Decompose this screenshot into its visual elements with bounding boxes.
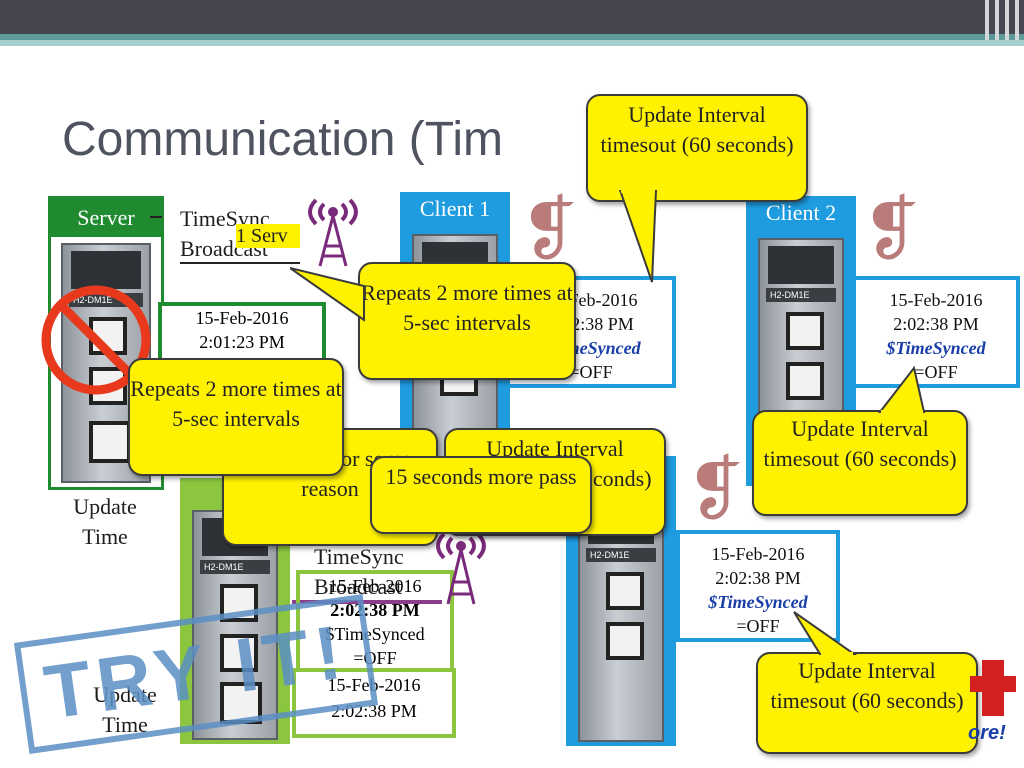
callout-update-interval-top: Update Interval timesout (60 seconds): [586, 94, 808, 202]
server2-time-box: 15-Feb-2016 2:02:38 PM: [292, 668, 456, 738]
server2-timesynced: $TimeSynced: [325, 624, 425, 644]
server-label: Server: [51, 199, 161, 237]
callout-repeats-top: Repeats 2 more times at 5-sec intervals: [358, 262, 576, 380]
client2-date: 15-Feb-2016: [889, 290, 983, 310]
broadcast-tower-icon: [436, 532, 486, 605]
callout-tail: [618, 190, 658, 283]
client1-state: =OFF: [569, 362, 613, 382]
callout-tail: [793, 611, 858, 656]
server-time: 2:01:23 PM: [199, 332, 285, 352]
client2-time: 2:02:38 PM: [893, 314, 979, 334]
client3-state: =OFF: [736, 616, 780, 636]
callout-repeats-left: Repeats 2 more times at 5-sec intervals: [128, 358, 344, 476]
client1-label: Client 1: [400, 192, 510, 226]
server2-update-time-label: Update Time: [93, 682, 157, 737]
decor-line: [1005, 0, 1009, 40]
client2-state: =OFF: [914, 362, 958, 382]
callout-tail: [877, 366, 926, 414]
server-update-time-label: Update Time: [73, 494, 137, 549]
server2-state: =OFF: [353, 648, 397, 668]
server2-plc-image: H2-DM1E: [192, 510, 278, 740]
decor-line: [995, 0, 999, 40]
callout-update-interval-bottom: Update Interval timesout (60 seconds): [756, 652, 978, 754]
client2-label: Client 2: [746, 196, 856, 230]
server2-sync-time: 2:02:38 PM: [330, 600, 420, 620]
server-timesync-underline: [180, 262, 300, 264]
server-timesync-label: TimeSync Broadcast: [180, 206, 270, 261]
server2-timesync-label: TimeSync Broadcast: [314, 544, 404, 599]
accent-stripe-light: [0, 40, 1024, 46]
decor-line: [985, 0, 989, 40]
server-date: 15-Feb-2016: [195, 308, 289, 328]
broadcast-tower-icon: [308, 198, 358, 267]
callout-update-interval-right: Update Interval timesout (60 seconds): [752, 410, 968, 516]
prohibited-icon: [41, 285, 151, 395]
decor-line: [1015, 0, 1019, 40]
top-bar: [0, 0, 1024, 34]
ear-icon: ❡: [862, 192, 921, 269]
ear-icon: ❡: [686, 452, 745, 529]
callout-fifteen-more: 15 seconds more pass: [370, 456, 592, 534]
server-pointer-line: [150, 216, 162, 218]
client2-timesynced: $TimeSynced: [886, 338, 986, 358]
page-title: Communication (Tim: [62, 113, 503, 166]
client2-time-box: 15-Feb-2016 2:02:38 PM $TimeSynced =OFF: [852, 276, 1020, 388]
ear-icon: ❡: [520, 192, 579, 269]
client3-time: 2:02:38 PM: [715, 568, 801, 588]
overlay-label: 1 Serv: [236, 224, 300, 248]
accent-stripe: [0, 34, 1024, 40]
client3-time-box: 15-Feb-2016 2:02:38 PM $TimeSynced =OFF: [676, 530, 840, 642]
server2-timesync-underline: [292, 600, 442, 604]
company-logo: ore!: [968, 660, 1018, 750]
client3-timesynced: $TimeSynced: [708, 592, 808, 612]
server2-date: 15-Feb-2016: [327, 675, 421, 695]
server2-sync-date: 15-Feb-2016: [328, 576, 422, 596]
server2-time: 2:02:38 PM: [331, 701, 417, 721]
callout-tail: [290, 267, 365, 322]
client3-date: 15-Feb-2016: [711, 544, 805, 564]
